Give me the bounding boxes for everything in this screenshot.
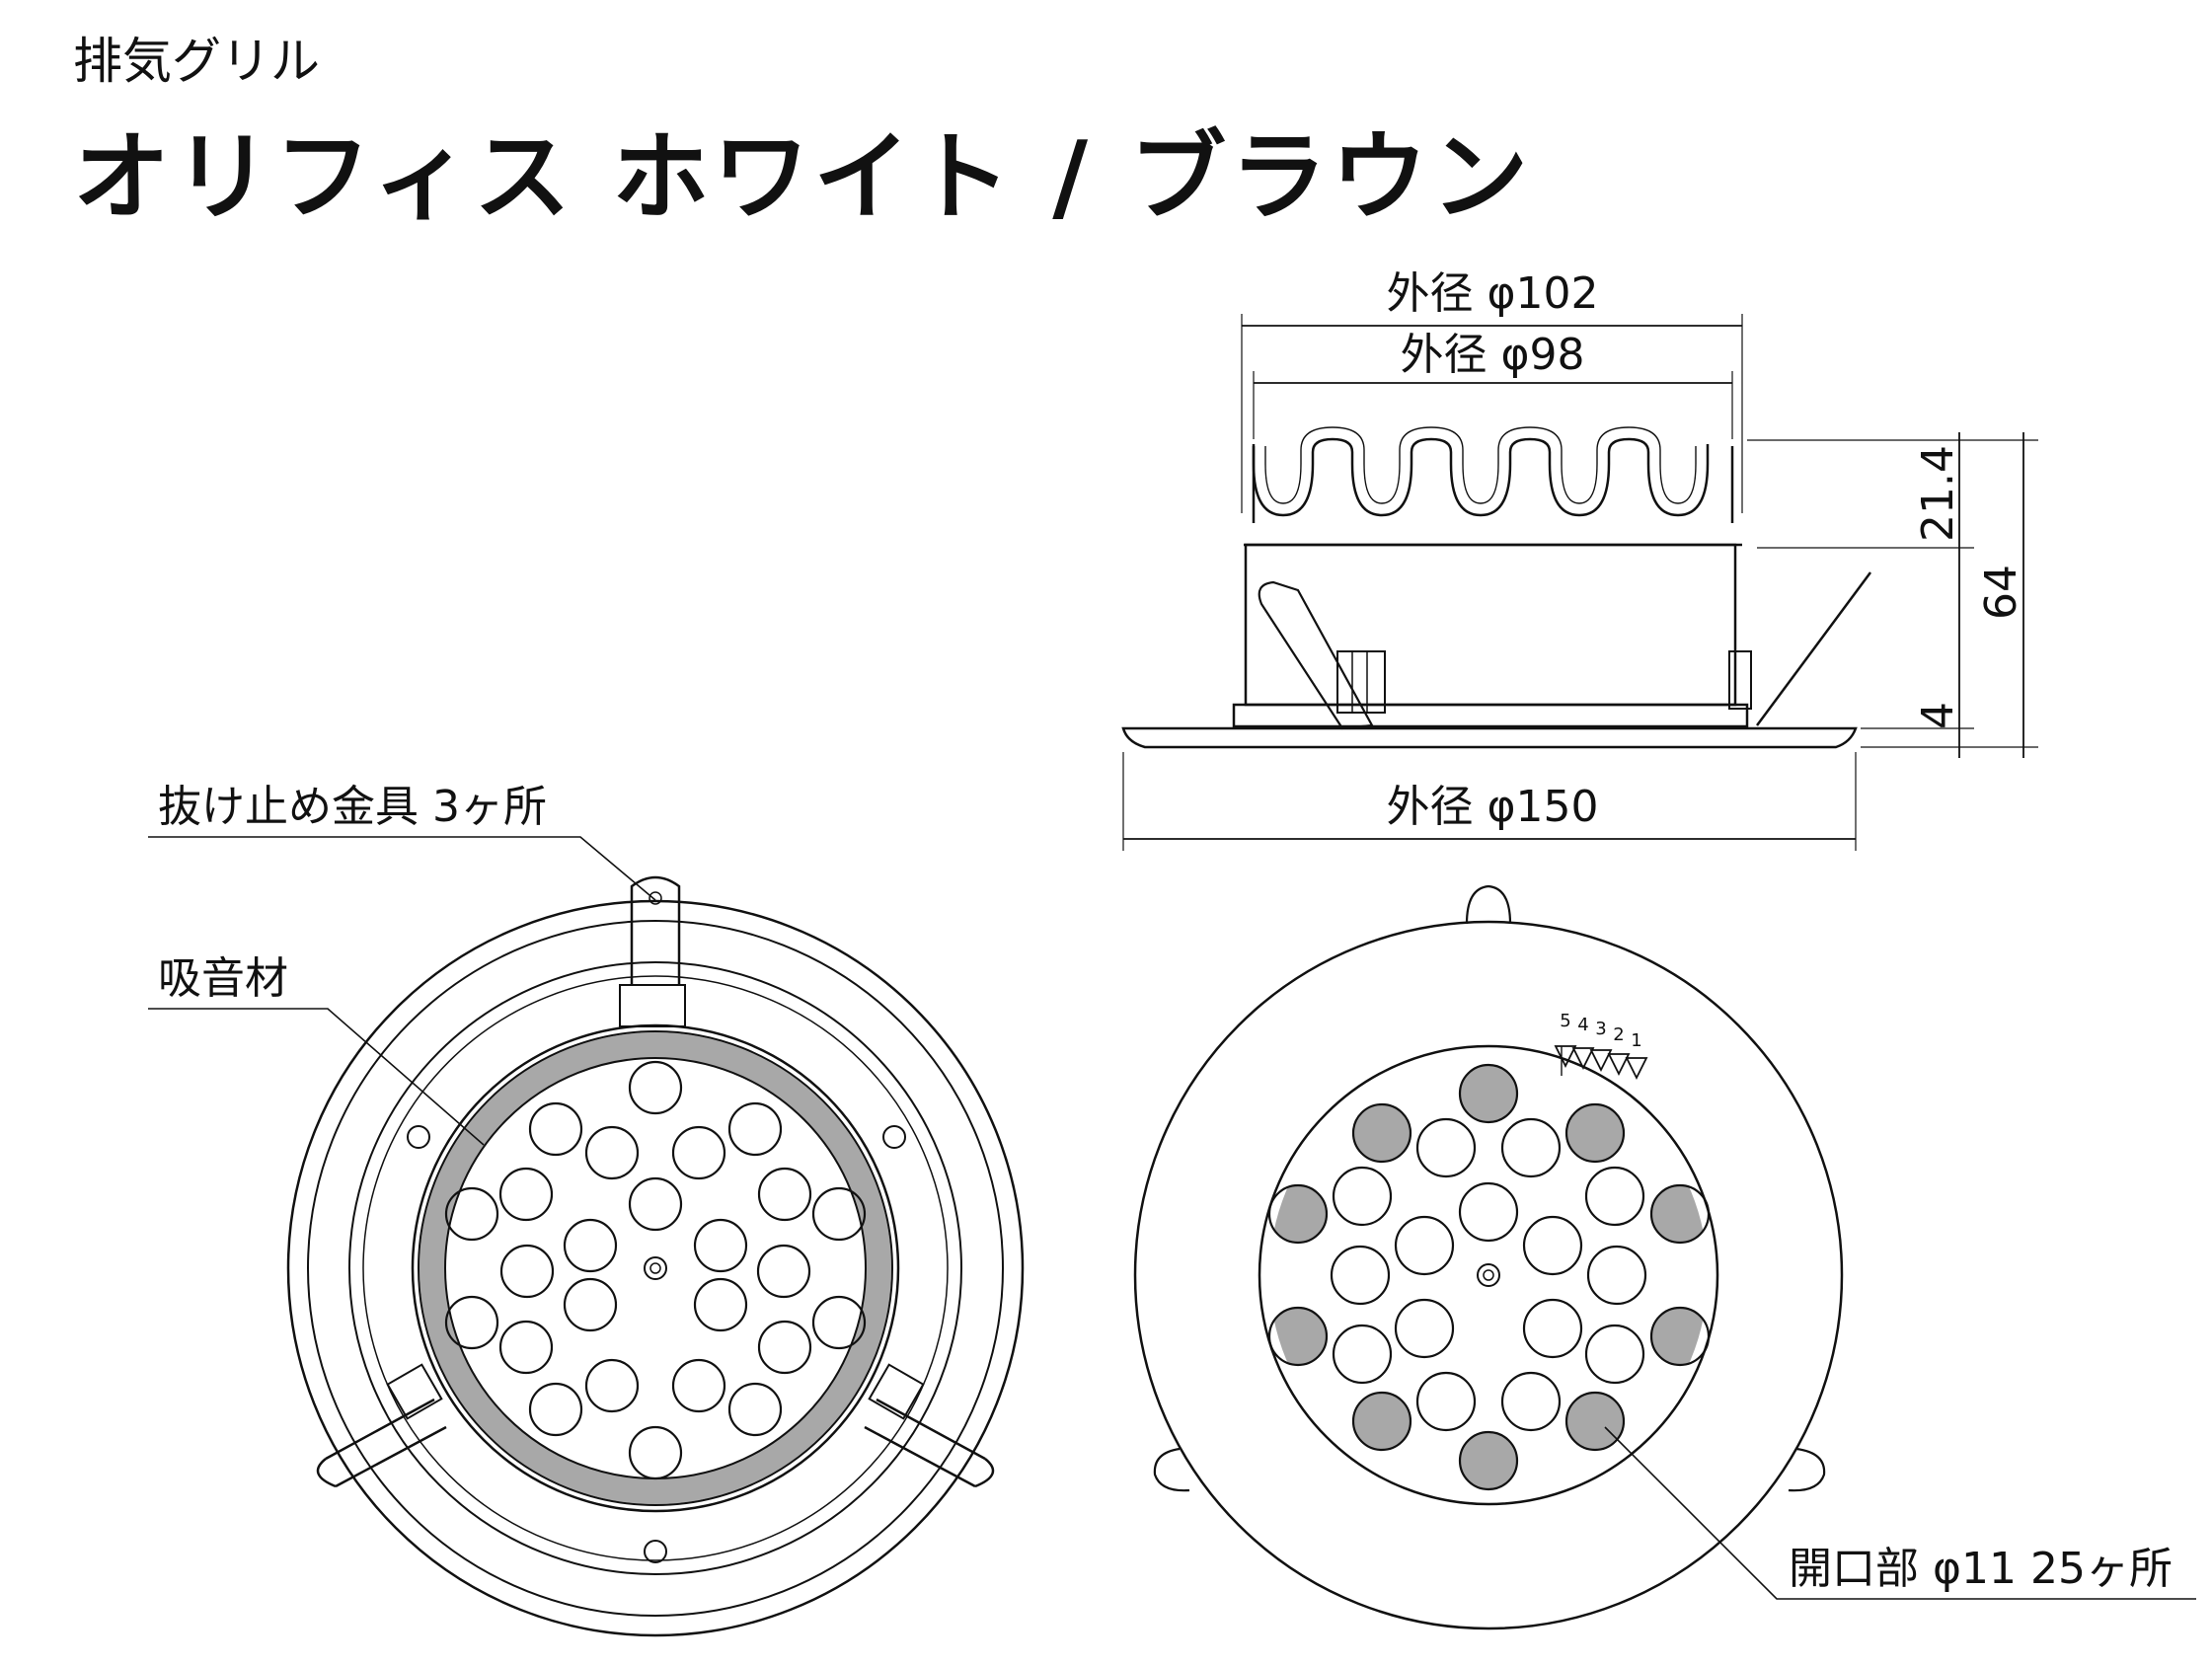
label-retainer: 抜け止め金具 3ヶ所 — [158, 782, 547, 832]
label-openings: 開口部 φ11 25ヶ所 — [1789, 1544, 2173, 1594]
front-view: 5 4 3 2 1 開口部 φ11 25ヶ所 — [1133, 884, 2196, 1630]
back-view: 抜け止め金具 3ヶ所 吸音材 — [148, 782, 1025, 1637]
dim-height-21-4: 21.4 — [1913, 445, 1963, 542]
side-flange — [1121, 726, 1858, 749]
dim-outer-102: 外径 φ102 — [1387, 268, 1599, 319]
product-title: オリフィス ホワイト / ブラウン — [73, 121, 1533, 234]
adjust-marks — [1554, 1045, 1648, 1081]
adjust-mark-2: 2 — [1613, 1024, 1624, 1045]
opening-holes — [1267, 1063, 1711, 1491]
sound-absorber-ring — [420, 1032, 891, 1504]
adjust-mark-4: 4 — [1577, 1015, 1588, 1035]
dim-height-4: 4 — [1913, 702, 1963, 729]
dim-outer-150: 外径 φ150 — [1387, 782, 1599, 832]
dim-height-64: 64 — [1976, 565, 2026, 620]
crown-fins — [1252, 437, 1710, 517]
adjust-mark-1: 1 — [1631, 1030, 1641, 1051]
product-category: 排気グリル — [73, 33, 320, 90]
label-absorber: 吸音材 — [158, 953, 288, 1004]
adjust-mark-3: 3 — [1595, 1019, 1606, 1039]
adjust-mark-5: 5 — [1560, 1011, 1570, 1031]
side-view: 外径 φ102 外径 φ98 21.4 64 4 外径 φ15 — [1121, 268, 2038, 851]
dim-outer-98: 外径 φ98 — [1401, 330, 1585, 380]
side-body — [1244, 543, 1737, 707]
side-latch — [1258, 580, 1374, 730]
